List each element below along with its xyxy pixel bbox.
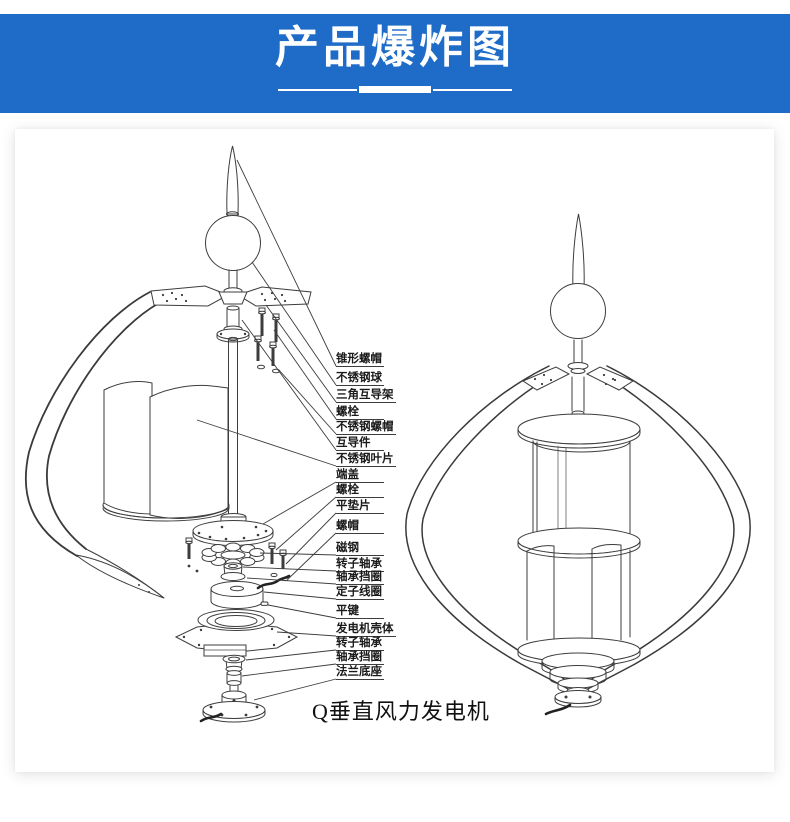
part-label: 互导件 [336, 437, 384, 451]
part-label: 不锈钢球 [336, 372, 384, 386]
part-label: 发电机壳体 [336, 623, 396, 637]
part-label: 轴承挡圈 [336, 571, 384, 585]
product-diagram [24, 145, 751, 723]
part-label: 端盖 [336, 469, 384, 483]
product-diagram-card: 锥形螺帽 不锈钢球 三角互导架 螺栓 不锈钢螺帽 互导件 不锈钢叶片 端盖 螺栓… [15, 129, 774, 772]
part-label: 锥形螺帽 [336, 353, 384, 367]
divider-line-left [278, 88, 357, 91]
diagram-caption: Q垂直风力发电机 [312, 699, 490, 724]
part-label: 转子轴承 [336, 637, 384, 651]
part-label: 平垫片 [336, 500, 384, 514]
title-divider [278, 86, 512, 93]
part-label: 转子轴承 [336, 558, 384, 572]
part-label: 不锈钢叶片 [336, 453, 396, 467]
leader-lines [196, 159, 337, 701]
part-label: 定子线圈 [336, 586, 384, 600]
part-label: 磁钢 [336, 542, 384, 556]
exploded-view-drawing [24, 145, 312, 723]
header-banner: 产品爆炸图 [0, 14, 790, 113]
part-label: 平键 [336, 605, 384, 619]
divider-line-right [433, 88, 512, 91]
assembled-view-drawing [405, 213, 751, 716]
part-label: 法兰底座 [336, 666, 384, 680]
part-label: 螺帽 [336, 520, 384, 534]
part-label: 螺栓 [336, 484, 384, 498]
part-label: 三角互导架 [336, 389, 396, 403]
divider-center-bar [359, 86, 431, 93]
part-label: 不锈钢螺帽 [336, 421, 396, 435]
part-label: 螺栓 [336, 406, 384, 420]
part-label: 轴承挡圈 [336, 651, 384, 665]
page-title: 产品爆炸图 [275, 23, 515, 72]
